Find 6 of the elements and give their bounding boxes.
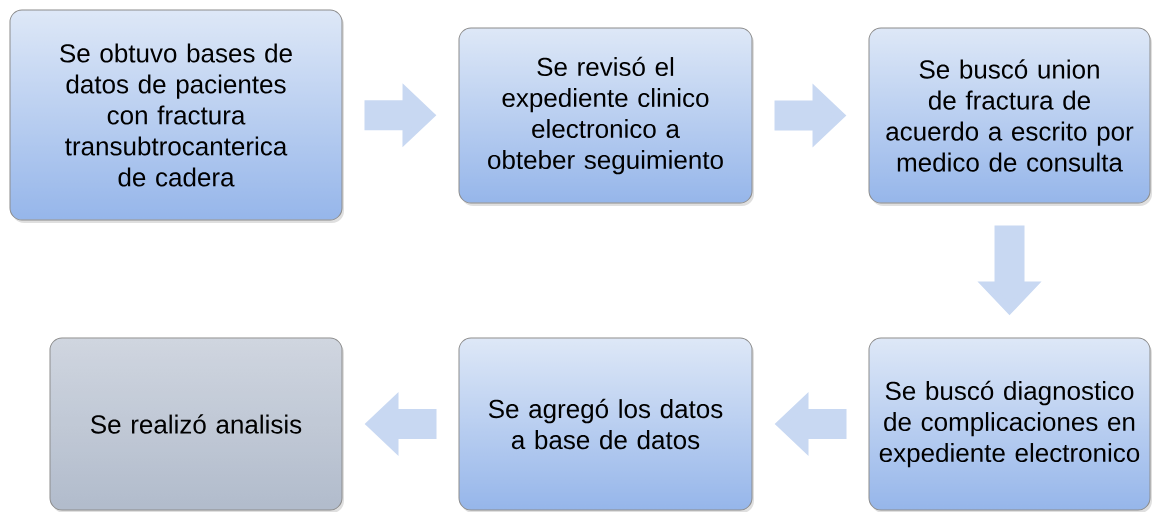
process-box: Se agregó los datos a base de datos — [458, 337, 754, 512]
process-box: Se revisó el expediente clinico electronico a obteber seguimiento — [458, 27, 754, 206]
process-box: Se buscó union de fractura de acuerdo a escrito por medico de consulta — [868, 27, 1152, 206]
process-box: Se obtuvo bases de datos de pacientes con fractura transubtrocanterica de cadera — [9, 9, 344, 223]
process-box: Se realizó analisis — [49, 337, 344, 512]
process-box: Se buscó diagnostico de complicaciones en expediente electronico — [868, 337, 1152, 512]
